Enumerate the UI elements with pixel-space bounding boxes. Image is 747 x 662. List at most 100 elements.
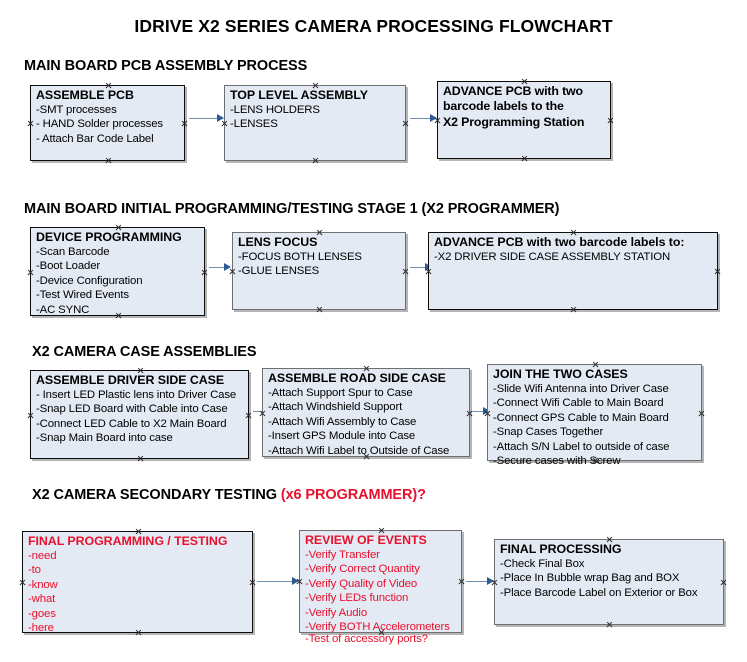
box-line: -Verify Transfer: [305, 549, 380, 561]
connector-handle-right[interactable]: [249, 579, 256, 586]
arrow-final-programming-to-review-of-events: [257, 577, 299, 586]
box-line: -Snap Cases Together: [493, 426, 604, 439]
box-title: TOP LEVEL ASSEMBLY: [230, 88, 368, 102]
process-box-final-programming-testing[interactable]: FINAL PROGRAMMING / TESTING -need -to -k…: [19, 531, 256, 635]
process-box-join-the-two-cases[interactable]: JOIN THE TWO CASES -Slide Wifi Antenna i…: [487, 364, 705, 467]
connector-handle-right[interactable]: [201, 269, 208, 276]
connector-handle-bottom[interactable]: [521, 155, 528, 162]
connector-handle-right[interactable]: [402, 120, 409, 127]
arrow-shaft: [253, 410, 266, 413]
connector-handle-right[interactable]: [698, 410, 705, 417]
process-box-assemble-pcb[interactable]: ASSEMBLE PCB -SMT processes - HAND Solde…: [30, 85, 185, 161]
box-line: -Test Wired Events: [36, 289, 129, 302]
arrow-shaft: [189, 117, 217, 120]
arrow-head-icon: [224, 263, 231, 271]
box-line: -GLUE LENSES: [238, 265, 320, 278]
process-box-review-of-events[interactable]: REVIEW OF EVENTS -Verify Transfer -Verif…: [299, 530, 465, 645]
arrow-review-of-events-to-final-processing: [466, 577, 494, 586]
box-title: ADVANCE PCB with two barcode labels to:: [434, 235, 685, 249]
box-line: -Device Configuration: [36, 274, 143, 287]
section-heading-text: X2 CAMERA SECONDARY TESTING: [32, 487, 281, 503]
connector-handle-right[interactable]: [714, 268, 721, 275]
arrow-head-icon: [430, 114, 437, 122]
box-line: -Scan Barcode: [36, 246, 110, 258]
box-content: ASSEMBLE PCB -SMT processes - HAND Solde…: [36, 88, 182, 146]
box-line: -Check Final Box: [500, 558, 585, 570]
box-line: -LENSES: [230, 118, 278, 131]
connector-handle-left[interactable]: [19, 579, 26, 586]
box-title: ASSEMBLE DRIVER SIDE CASE: [36, 373, 225, 387]
connector-handle-right[interactable]: [458, 578, 465, 585]
process-box-assemble-road-side-case[interactable]: ASSEMBLE ROAD SIDE CASE -Attach Support …: [262, 368, 470, 457]
connector-handle-bottom[interactable]: [137, 455, 144, 462]
box-line: - Insert LED Plastic lens into Driver Ca…: [36, 389, 237, 401]
connector-handle-left[interactable]: [27, 412, 34, 419]
box-content: ASSEMBLE ROAD SIDE CASE -Attach Support …: [268, 371, 467, 458]
box-line: -FOCUS BOTH LENSES: [238, 251, 362, 263]
arrow-shaft: [209, 266, 224, 269]
connector-handle-left[interactable]: [27, 269, 34, 276]
box-content: ASSEMBLE DRIVER SIDE CASE - Insert LED P…: [36, 373, 246, 446]
section-heading-x2-camera-case-assemblies: X2 CAMERA CASE ASSEMBLIES: [32, 344, 257, 360]
box-line: - Attach Bar Code Label: [36, 132, 154, 145]
box-line: -X2 DRIVER SIDE CASE ASSEMBLY STATION: [434, 251, 671, 263]
connector-handle-bottom[interactable]: [606, 621, 613, 628]
box-line: -goes: [28, 607, 56, 620]
box-title: LENS FOCUS: [238, 235, 318, 249]
box-title: FINAL PROGRAMMING / TESTING: [28, 534, 228, 548]
box-overflow-line: -Test of accessory ports?: [305, 633, 428, 645]
box-content: REVIEW OF EVENTS -Verify Transfer -Verif…: [305, 533, 459, 634]
arrow-shaft: [410, 266, 425, 269]
box-line: -Snap Main Board into case: [36, 432, 173, 445]
box-title: ASSEMBLE PCB: [36, 88, 134, 102]
arrow-head-icon: [292, 577, 299, 585]
box-line: -Insert GPS Module into Case: [268, 430, 416, 443]
connector-handle-right[interactable]: [607, 117, 614, 124]
process-box-device-programming[interactable]: DEVICE PROGRAMMING -Scan Barcode -Boot L…: [30, 227, 205, 316]
box-content: DEVICE PROGRAMMING -Scan Barcode -Boot L…: [36, 230, 202, 317]
connector-handle-bottom[interactable]: [316, 306, 323, 313]
connector-handle-left[interactable]: [27, 120, 34, 127]
process-box-top-level-assembly[interactable]: TOP LEVEL ASSEMBLY -LENS HOLDERS -LENSES: [224, 85, 406, 161]
section-heading-x2-camera-secondary-testing: X2 CAMERA SECONDARY TESTING (x6 PROGRAMM…: [32, 487, 426, 503]
box-line: -Place In Bubble wrap Bag and BOX: [500, 572, 680, 585]
box-content: FINAL PROGRAMMING / TESTING -need -to -k…: [28, 534, 250, 635]
process-box-final-processing[interactable]: FINAL PROCESSING -Check Final Box -Place…: [494, 539, 724, 625]
box-content: FINAL PROCESSING -Check Final Box -Place…: [500, 542, 721, 600]
arrow-assemble-pcb-to-top-level-assembly: [189, 114, 224, 123]
connector-handle-right[interactable]: [720, 579, 727, 586]
box-line: -Verify Quality of Video: [305, 577, 418, 590]
box-line: -Attach Wifi Label to Outside of Case: [268, 444, 450, 457]
box-content: LENS FOCUS -FOCUS BOTH LENSES -GLUE LENS…: [238, 235, 403, 279]
box-content: ADVANCE PCB with two barcode labels to: …: [434, 235, 715, 264]
arrow-shaft: [472, 410, 483, 413]
section-heading-text: X2 CAMERA CASE ASSEMBLIES: [32, 344, 257, 360]
box-line: -Attach Support Spur to Case: [268, 387, 413, 399]
box-line: -Connect Wifi Cable to Main Board: [493, 397, 664, 410]
box-title: ASSEMBLE ROAD SIDE CASE: [268, 371, 446, 385]
connector-handle-right[interactable]: [181, 120, 188, 127]
process-box-advance-pcb-to-x2-programming-station[interactable]: ADVANCE PCB with two barcode labels to t…: [437, 81, 611, 159]
box-line: X2 Programming Station: [443, 114, 585, 129]
connector-handle-bottom[interactable]: [312, 157, 319, 164]
section-heading-main-board-initial-programming-testing-stage-1: MAIN BOARD INITIAL PROGRAMMING/TESTING S…: [24, 201, 560, 217]
connector-handle-bottom[interactable]: [570, 306, 577, 313]
box-line: -Verify BOTH Accelerometers: [305, 621, 450, 634]
section-heading-text: MAIN BOARD PCB ASSEMBLY PROCESS: [24, 58, 308, 74]
box-content: TOP LEVEL ASSEMBLY -LENS HOLDERS -LENSES: [230, 88, 403, 132]
arrow-head-icon: [483, 407, 490, 415]
box-content: JOIN THE TWO CASES -Slide Wifi Antenna i…: [493, 367, 699, 468]
arrow-shaft: [257, 580, 292, 583]
process-box-assemble-driver-side-case[interactable]: ASSEMBLE DRIVER SIDE CASE - Insert LED P…: [30, 370, 249, 459]
arrow-head-icon: [217, 114, 224, 122]
box-line: -SMT processes: [36, 104, 117, 116]
process-box-advance-pcb-to-driver-side-case-station[interactable]: ADVANCE PCB with two barcode labels to: …: [428, 232, 718, 310]
connector-handle-right[interactable]: [402, 268, 409, 275]
box-line: -need: [28, 550, 57, 562]
connector-handle-bottom[interactable]: [105, 157, 112, 164]
connector-handle-right[interactable]: [245, 412, 252, 419]
arrow-shaft: [466, 580, 487, 583]
process-box-lens-focus[interactable]: LENS FOCUS -FOCUS BOTH LENSES -GLUE LENS…: [232, 232, 406, 310]
box-line: -Attach Windshield Support: [268, 401, 403, 414]
